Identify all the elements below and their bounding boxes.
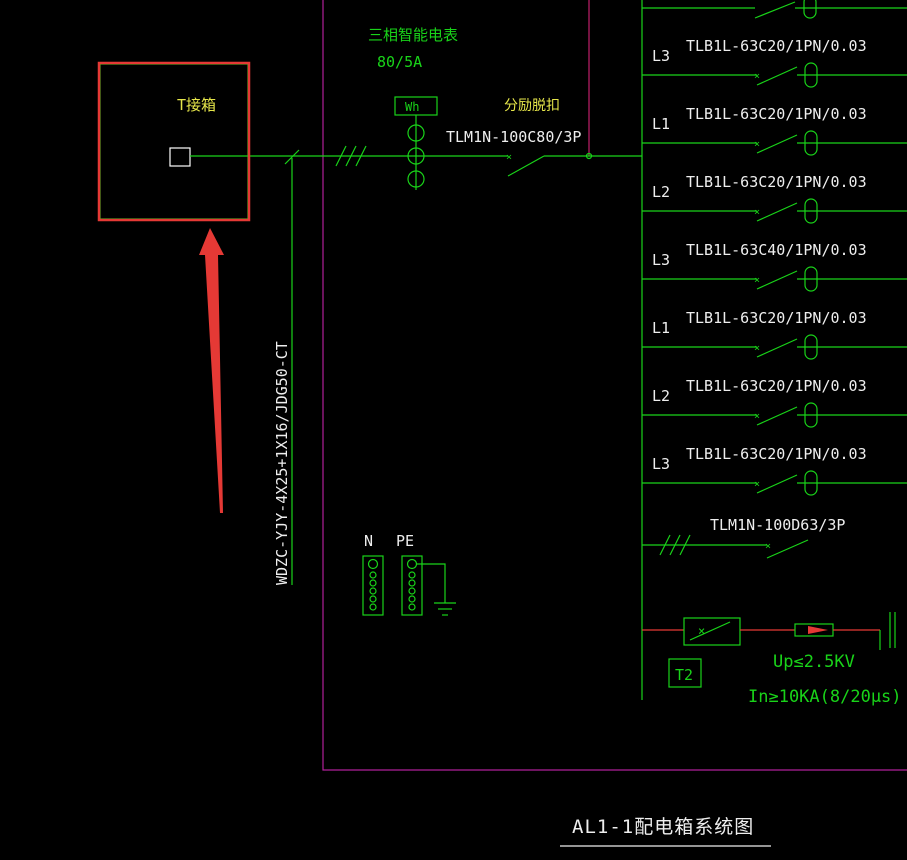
n-terminal: [362, 555, 384, 616]
spare-branch: TLM1N-100D63/3P ×: [642, 516, 845, 559]
branch-phase-label: L2: [652, 387, 670, 405]
branch-contact: [756, 202, 798, 222]
branch-contact: [756, 270, 798, 290]
top-partial-branch: [642, 0, 907, 19]
meter-symbol: Wh: [405, 100, 419, 114]
cable-label: WDZC-YJY-4X25+1X16/JDG50-CT: [273, 341, 291, 585]
diagram-title: AL1-1配电箱系统图: [572, 816, 754, 838]
branch-phase-label: L1: [652, 319, 670, 337]
branch-trip-mark: ×: [754, 479, 760, 490]
pe-terminal: [401, 555, 423, 616]
branch-circuit: L2 TLB1L-63C20/1PN/0.03 ×: [642, 173, 907, 224]
branch-contact: [756, 66, 798, 86]
branch-circuit: L3 TLB1L-63C40/1PN/0.03 ×: [642, 241, 907, 292]
three-phase-hash: [335, 145, 367, 167]
branch-breaker-model: TLB1L-63C20/1PN/0.03: [686, 105, 867, 123]
t-box-frame: [99, 63, 249, 220]
surge-tag: T2: [675, 666, 693, 684]
branch-breaker-model: TLB1L-63C20/1PN/0.03: [686, 445, 867, 463]
meter-name: 三相智能电表: [368, 26, 458, 44]
rcd-coil: [804, 470, 818, 496]
branch-contact: [756, 134, 798, 154]
branch-trip-mark: ×: [754, 71, 760, 82]
branch-breaker-model: TLB1L-63C20/1PN/0.03: [686, 37, 867, 55]
rcd-coil: [804, 266, 818, 292]
main-breaker-x: ×: [506, 152, 512, 163]
branch-phase-label: L3: [652, 251, 670, 269]
rcd-coil: [804, 130, 818, 156]
surge-up: Up≤2.5KV: [773, 652, 855, 672]
branch-circuits: L3TLB1L-63C20/1PN/0.03×L1TLB1L-63C20/1PN…: [642, 37, 907, 496]
bus-node: [585, 152, 593, 160]
branch-circuit: L3 TLB1L-63C20/1PN/0.03 ×: [642, 37, 907, 88]
n-label: N: [364, 532, 373, 550]
branch-breaker-model: TLB1L-63C20/1PN/0.03: [686, 173, 867, 191]
surge-in: In≥10KA(8/20μs): [748, 687, 902, 707]
branch-phase-label: L2: [652, 183, 670, 201]
highlight-box: [97, 61, 251, 222]
branch-circuit: L2 TLB1L-63C20/1PN/0.03 ×: [642, 377, 907, 428]
branch-breaker-model: TLB1L-63C20/1PN/0.03: [686, 377, 867, 395]
branch-contact: [756, 474, 798, 494]
pe-label: PE: [396, 532, 414, 550]
box-frame: [322, 0, 907, 771]
t-box-label: T接箱: [177, 96, 216, 114]
branch-phase-label: L3: [652, 47, 670, 65]
t-box-terminal: [169, 147, 191, 167]
main-breaker-label: 分励脱扣: [504, 98, 560, 114]
branch-trip-mark: ×: [754, 275, 760, 286]
branch-breaker-model: TLB1L-63C40/1PN/0.03: [686, 241, 867, 259]
main-breaker-model: TLM1N-100C80/3P: [446, 128, 581, 146]
branch-breaker-model: TLB1L-63C20/1PN/0.03: [686, 309, 867, 327]
branch-trip-mark: ×: [754, 207, 760, 218]
branch-circuit: L1 TLB1L-63C20/1PN/0.03 ×: [642, 309, 907, 360]
current-transformers: [407, 115, 425, 190]
branch-trip-mark: ×: [754, 343, 760, 354]
branch-circuit: L1 TLB1L-63C20/1PN/0.03 ×: [642, 105, 907, 156]
highlight-arrow: [199, 228, 224, 513]
branch-circuit: L3 TLB1L-63C20/1PN/0.03 ×: [642, 445, 907, 496]
spare-branch-model: TLM1N-100D63/3P: [710, 516, 845, 534]
terminal-blocks: N PE: [362, 532, 456, 616]
rcd-coil: [804, 198, 818, 224]
rcd-coil: [804, 402, 818, 428]
surge-branch: × T2 Up≤2.5KV In≥10KA(8/20μs): [642, 612, 902, 707]
branch-trip-mark: ×: [754, 139, 760, 150]
branch-trip-mark: ×: [754, 411, 760, 422]
main-breaker-contact: [507, 155, 545, 177]
rcd-coil: [804, 334, 818, 360]
meter-rating: 80/5A: [377, 53, 422, 71]
branch-contact: [756, 338, 798, 358]
svg-text:×: ×: [698, 624, 705, 638]
branch-contact: [756, 406, 798, 426]
svg-text:×: ×: [765, 541, 771, 552]
branch-phase-label: L1: [652, 115, 670, 133]
branch-phase-label: L3: [652, 455, 670, 473]
rcd-coil: [804, 62, 818, 88]
cable-tick: [284, 149, 300, 165]
